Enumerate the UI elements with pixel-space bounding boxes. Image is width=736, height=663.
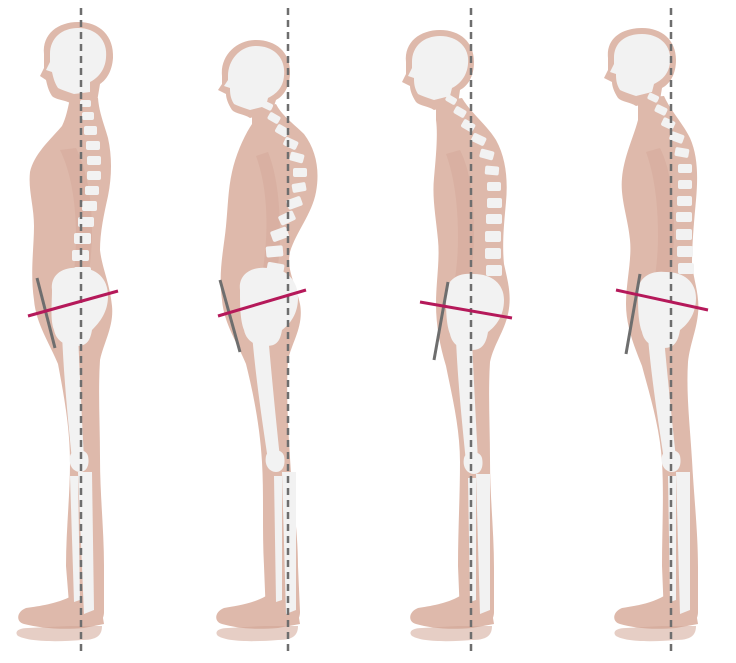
pelvic-tilt-line — [217, 288, 307, 318]
rear-foot — [16, 626, 102, 642]
pelvic-tilt-line — [419, 300, 513, 320]
skull — [408, 36, 469, 100]
femur — [62, 334, 84, 460]
figure-neutral-posture — [16, 8, 119, 655]
tibia — [676, 472, 690, 614]
fibula — [70, 476, 80, 602]
foot — [410, 596, 494, 629]
knee — [661, 450, 681, 472]
figure-flat-back-posture — [402, 8, 513, 655]
foot — [216, 596, 300, 629]
spine — [445, 94, 502, 276]
knee — [69, 450, 89, 472]
skeleton — [224, 46, 307, 614]
femur — [456, 340, 478, 462]
pelvis — [239, 267, 298, 346]
pelvic-tilt-line — [27, 289, 119, 318]
pelvis-axis-line — [35, 277, 57, 349]
skull — [224, 46, 285, 110]
figure-kyphosis-lordosis-posture — [216, 8, 318, 655]
femur — [252, 334, 280, 460]
pelvis-axis-line — [624, 273, 642, 355]
pelvis — [638, 271, 696, 348]
foot — [614, 596, 698, 629]
skull — [610, 34, 671, 96]
knee — [463, 452, 483, 474]
tibia — [282, 472, 296, 614]
foot — [18, 596, 104, 629]
fibula — [274, 476, 282, 602]
tibia — [476, 474, 490, 614]
figure-sway-back-posture — [604, 8, 709, 655]
knee — [265, 450, 285, 472]
pelvis-axis-line — [218, 279, 242, 353]
spine — [72, 100, 101, 278]
skull — [46, 28, 107, 94]
skeleton — [46, 28, 108, 614]
skeleton — [408, 36, 504, 614]
rear-foot — [614, 626, 696, 642]
pelvic-tilt-line — [615, 288, 709, 312]
rear-foot — [216, 626, 298, 642]
tibia — [78, 472, 94, 614]
pelvis-axis-line — [432, 281, 450, 361]
rear-foot — [410, 626, 492, 642]
pelvis — [51, 267, 108, 346]
femur — [648, 338, 676, 460]
